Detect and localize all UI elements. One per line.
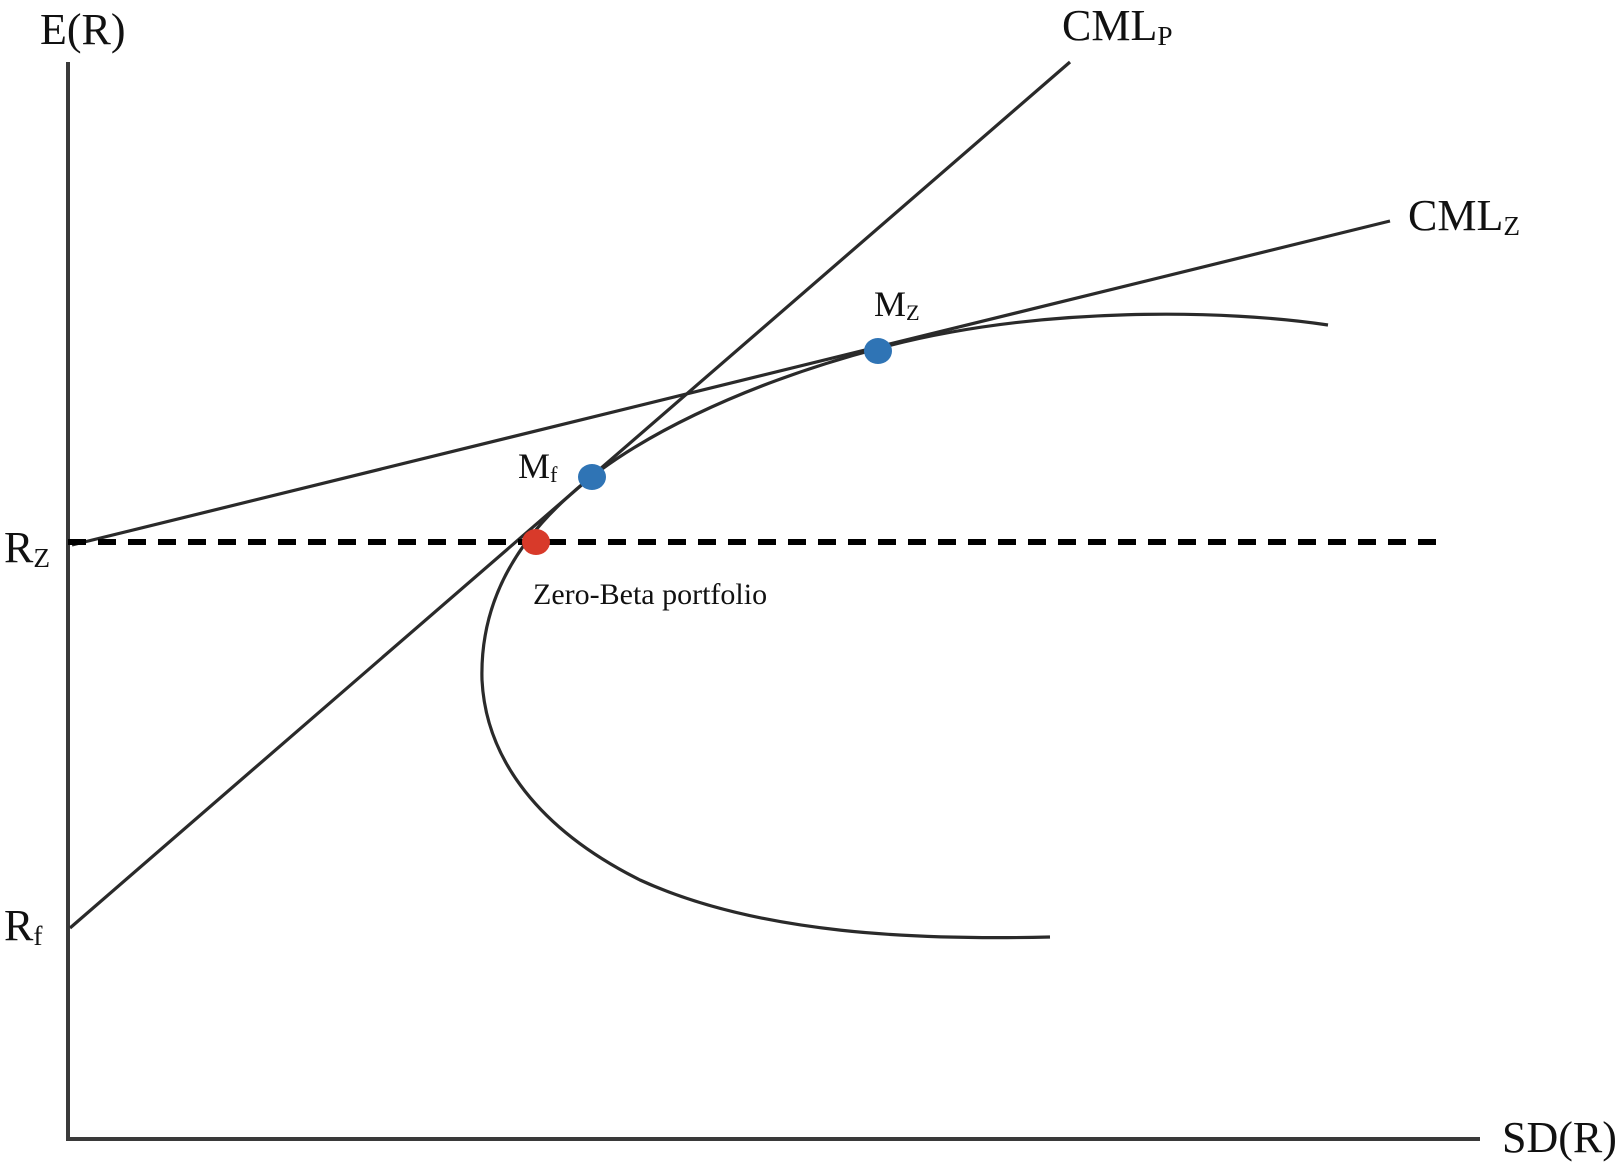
efficient-frontier-curve	[480, 312, 1329, 940]
y-axis-label: E(R)	[40, 8, 126, 52]
rf-label-sub: f	[33, 920, 43, 951]
cml-p-line	[68, 60, 1072, 930]
cml-p-label-main: CML	[1062, 1, 1158, 50]
cml-z-label-main: CML	[1408, 191, 1504, 240]
x-axis-label-text: SD(R)	[1502, 1113, 1617, 1162]
cml-z-line	[71, 219, 1391, 547]
mz-label-main: M	[874, 284, 907, 324]
mf-label-main: M	[518, 446, 551, 486]
rf-label: Rf	[4, 904, 42, 950]
cml-p-label: CMLP	[1062, 4, 1173, 50]
rz-label: RZ	[4, 526, 50, 572]
rf-label-main: R	[4, 901, 34, 950]
y-axis-label-text: E(R)	[40, 5, 126, 54]
cml-z-label: CMLZ	[1408, 194, 1520, 240]
zero-beta-label: Zero-Beta portfolio	[533, 580, 767, 610]
mf-point	[578, 464, 606, 490]
mz-label-sub: Z	[906, 300, 920, 326]
cml-p-label-sub: P	[1157, 20, 1173, 51]
mf-label-sub: f	[550, 462, 558, 488]
rz-label-sub: Z	[33, 542, 51, 573]
cml-z-label-sub: Z	[1503, 210, 1521, 241]
x-axis-label: SD(R)	[1502, 1116, 1617, 1160]
mf-label: Mf	[518, 448, 557, 486]
rz-label-main: R	[4, 523, 34, 572]
zero-beta-point	[522, 529, 550, 555]
zero-beta-label-text: Zero-Beta portfolio	[533, 578, 768, 611]
mz-label: MZ	[874, 286, 920, 324]
mz-point	[864, 338, 892, 364]
